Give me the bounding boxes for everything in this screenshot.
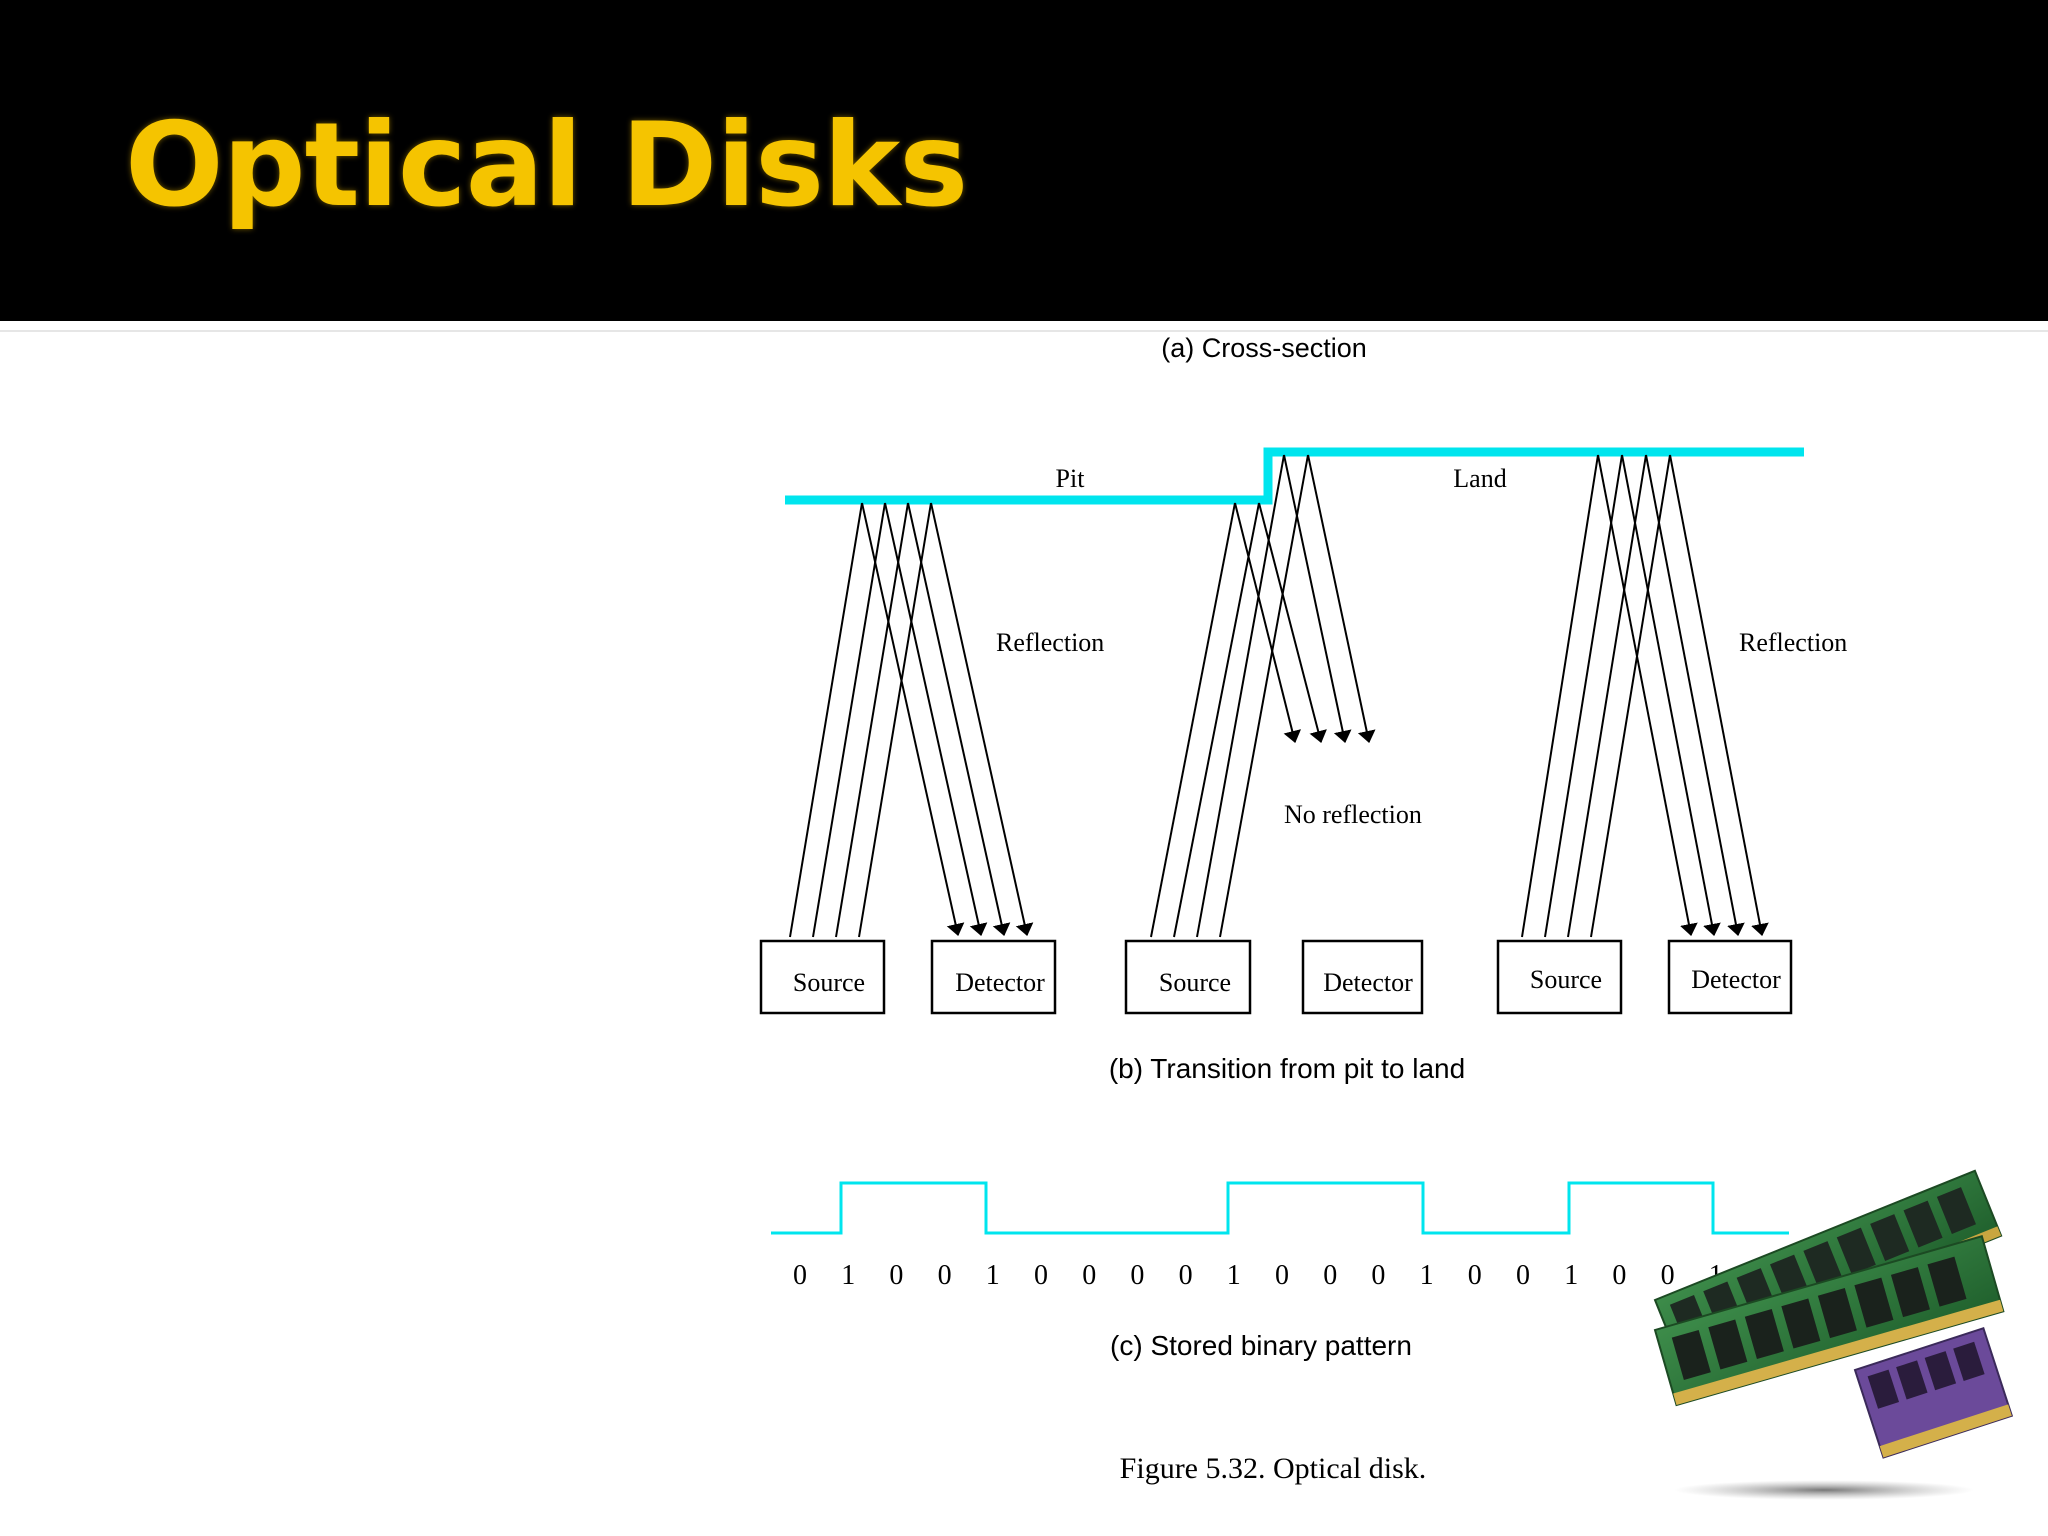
bit-digit: 0: [1371, 1260, 1385, 1291]
detector-box: [1667, 939, 1793, 1015]
detector-label: Detector: [1323, 968, 1413, 997]
bit-digit: 1: [1227, 1260, 1241, 1291]
bit-digit: 0: [938, 1260, 952, 1291]
binary-waveform: [771, 1181, 1789, 1235]
bit-digit: 0: [1179, 1260, 1193, 1291]
caption-cross-section: (a) Cross-section: [1161, 333, 1367, 363]
bit-digit: 0: [1323, 1260, 1337, 1291]
source-label: Source: [1530, 965, 1602, 994]
detector-label: Detector: [955, 968, 1045, 997]
rays-group-pit: [789, 502, 1034, 938]
label-pit: Pit: [1056, 464, 1086, 493]
bit-digit: 0: [1661, 1260, 1675, 1291]
bit-digit: 0: [1468, 1260, 1482, 1291]
bit-digit: 0: [1082, 1260, 1096, 1291]
bits-row: 010010000100010010010: [793, 1260, 1771, 1291]
label-reflection-right: Reflection: [1739, 628, 1847, 657]
bit-digit: 0: [1275, 1260, 1289, 1291]
pit-land-surface: [785, 447, 1804, 505]
label-reflection-left: Reflection: [996, 628, 1104, 657]
bit-digit: 1: [986, 1260, 1000, 1291]
bit-digit: 0: [1516, 1260, 1530, 1291]
source-box: [1496, 939, 1623, 1015]
detector-box: [1301, 939, 1424, 1015]
rays-group-land: [1521, 454, 1769, 938]
bit-digit: 1: [1420, 1260, 1434, 1291]
source-box: [759, 939, 886, 1015]
bit-digit: 0: [1612, 1260, 1626, 1291]
bit-digit: 0: [793, 1260, 807, 1291]
unit-1: Source Detector: [759, 939, 1057, 1015]
figure-caption: Figure 5.32. Optical disk.: [1120, 1452, 1427, 1485]
bit-digit: 0: [1034, 1260, 1048, 1291]
source-box: [1124, 939, 1252, 1015]
bit-digit: 0: [889, 1260, 903, 1291]
rays-group-transition: [1150, 454, 1376, 938]
label-land: Land: [1453, 464, 1506, 493]
slide-header: Optical Disks: [0, 0, 2048, 321]
detector-label: Detector: [1691, 965, 1781, 994]
slide-title: Optical Disks: [125, 98, 968, 233]
bit-digit: 0: [1130, 1260, 1144, 1291]
caption-transition: (b) Transition from pit to land: [1109, 1053, 1465, 1084]
source-label: Source: [1159, 968, 1231, 997]
header-divider: [0, 330, 2048, 332]
unit-2: Source Detector: [1124, 939, 1424, 1015]
ram-modules-photo-icon: [1653, 1169, 2014, 1500]
bit-digit: 1: [1564, 1260, 1578, 1291]
caption-binary-pattern: (c) Stored binary pattern: [1110, 1330, 1412, 1361]
unit-3: Source Detector: [1496, 939, 1793, 1015]
detector-box: [930, 939, 1057, 1015]
label-no-reflection: No reflection: [1284, 800, 1422, 829]
bit-digit: 1: [841, 1260, 855, 1291]
source-label: Source: [793, 968, 865, 997]
